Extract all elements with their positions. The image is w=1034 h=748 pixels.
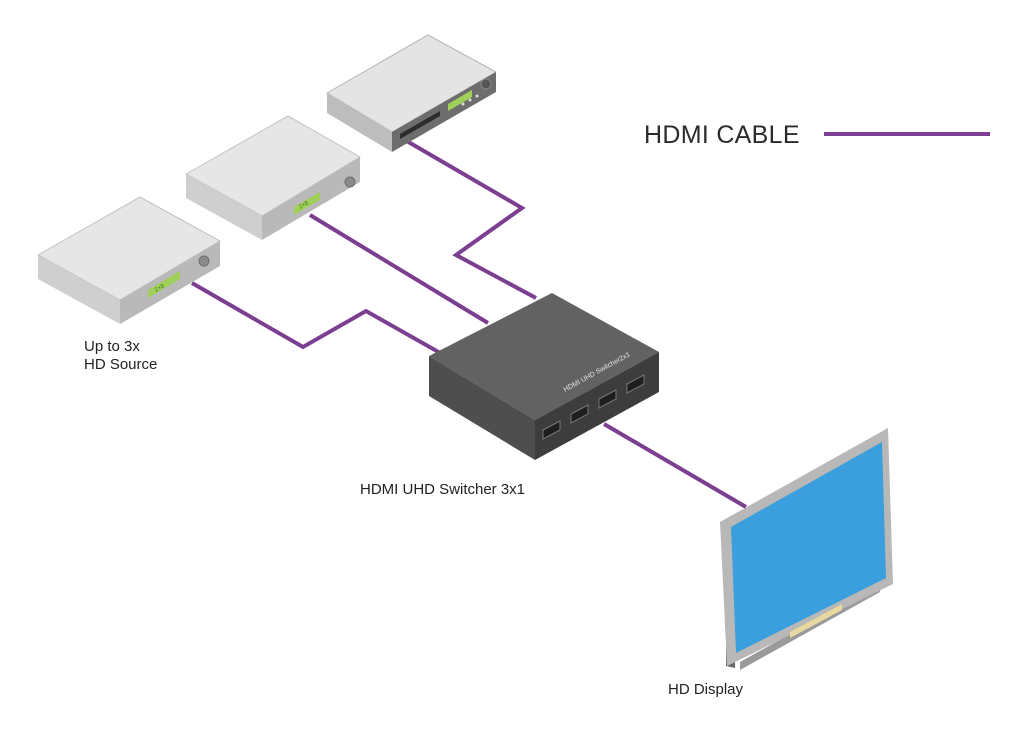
switcher-label: HDMI UHD Switcher 3x1 [360,481,526,498]
source-1-power-knob [198,255,210,267]
display-logo-strip [790,604,842,638]
source-device-2 [184,115,361,240]
switcher-left-side [429,356,535,460]
source-3-display-panel [448,90,472,111]
display-label: HD Display [668,681,744,698]
hdmi-cables [191,132,990,509]
switcher-hdmi-ports [542,374,645,440]
sources-label-line-2: HD Source [84,356,158,373]
cable-source-3 [191,281,443,356]
switcher-top [429,293,659,420]
switcher-front [535,352,659,460]
cable-source-2 [308,213,490,325]
source-2-power-knob [344,176,356,188]
sources-label-line-1: Up to 3x [84,338,140,355]
cable-source-1 [403,138,537,300]
legend-label: HDMI CABLE [644,121,800,149]
sources-label: Up to 3x HD Source [84,338,157,374]
source-device-3 [326,34,498,152]
source-2-display-panel [294,192,320,215]
hdmi-switcher: HDMI UHD Switcher2x1 [429,293,659,460]
cable-display [602,422,748,509]
source-2-display-text: 2×8 [298,200,310,211]
hd-display [720,428,893,670]
source-1-display-panel [148,271,180,298]
display-screen [731,442,886,653]
source-device-1 [36,196,222,324]
source-1-display-text: 2×8 [154,283,166,294]
